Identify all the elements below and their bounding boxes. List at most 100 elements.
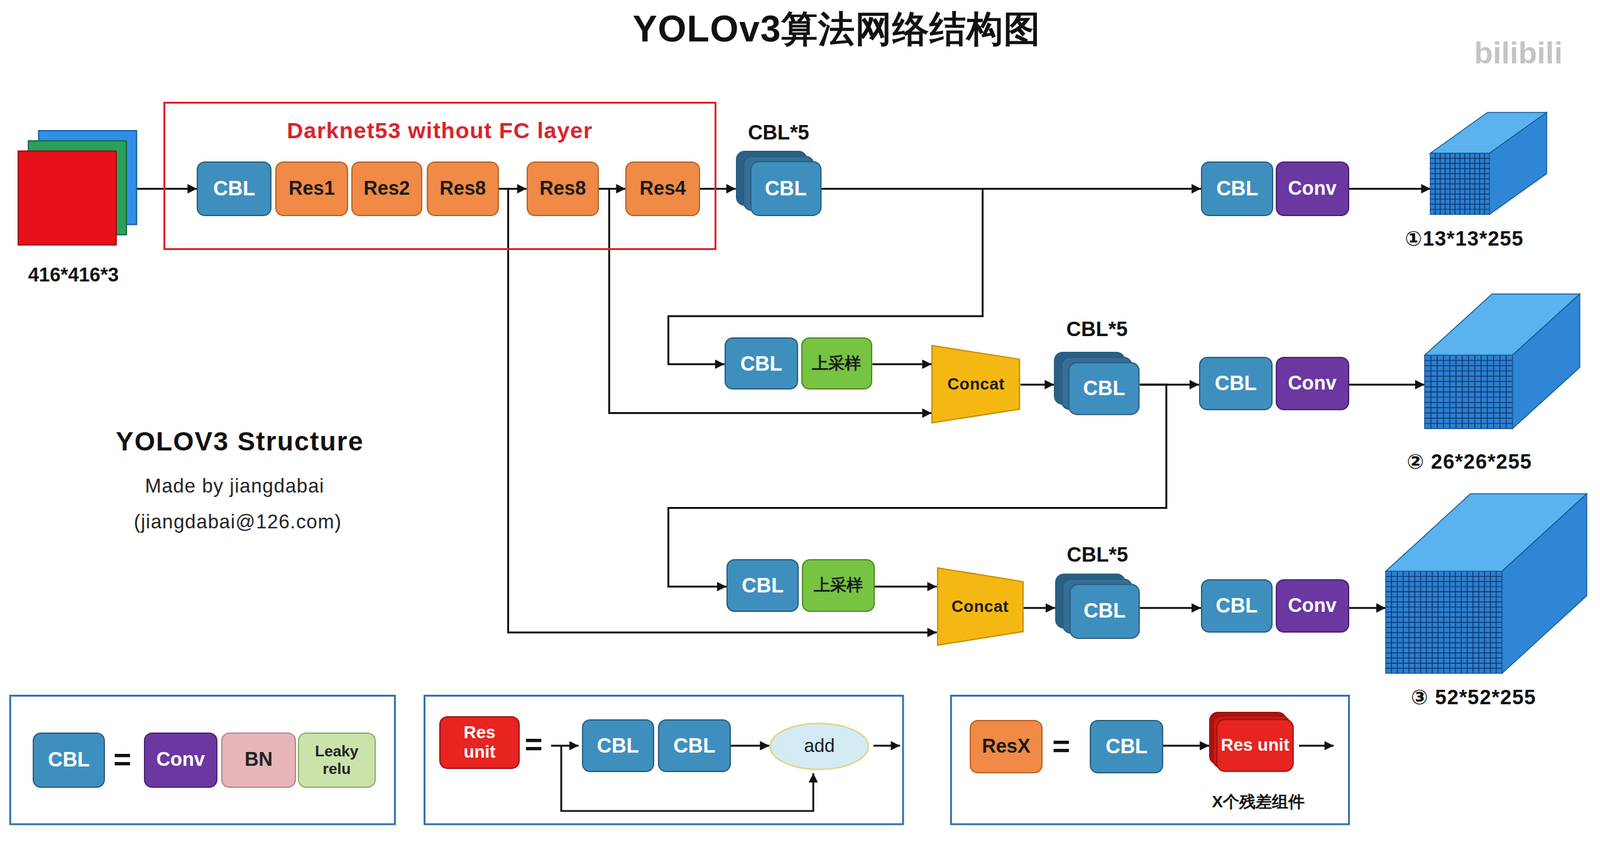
node-label: 上采样 — [811, 354, 861, 373]
stack-heading: CBL*5 — [747, 121, 809, 144]
input-size-label: 416*416*3 — [28, 264, 119, 287]
node-label: Conv — [156, 749, 205, 772]
node-label: Concat — [951, 597, 1009, 616]
note-text: X个残差组件 — [1211, 793, 1305, 812]
node-label: Conv — [1288, 177, 1337, 200]
ellipse-outline — [770, 723, 869, 770]
node-label: CBL — [1216, 594, 1259, 618]
stack-layer — [1070, 584, 1140, 639]
add-ellipse: add — [769, 722, 870, 771]
connector-arrow — [872, 363, 932, 366]
node-label: 上采样 — [813, 576, 863, 595]
connector-arrow — [1023, 607, 1056, 609]
upsample-box: 上采样 — [801, 559, 875, 613]
res-block: Res8 — [526, 161, 599, 217]
input-wire — [551, 744, 579, 747]
cbl-box: CBL — [1199, 356, 1273, 410]
concat-trapezoid: Concat — [931, 345, 1020, 424]
image-channel — [18, 150, 117, 245]
diagram-title: YOLOv3算法网络结构图 — [632, 8, 1042, 50]
cbl-box: CBL — [32, 732, 105, 789]
cube-grid — [1424, 355, 1513, 429]
node-label: Res4 — [639, 177, 687, 200]
connector-arrow — [874, 585, 937, 588]
node-label: add — [803, 735, 835, 757]
connector-arrow — [1349, 607, 1386, 609]
node-label: CBL — [597, 734, 640, 758]
cube-front — [1430, 153, 1490, 215]
conv-box: Conv — [143, 732, 218, 789]
output-cube: ①13*13*255 — [1430, 112, 1547, 215]
cube-front — [1424, 355, 1513, 429]
cbl-stack: CBL*5CBL — [1055, 573, 1140, 640]
cube-side — [1501, 493, 1587, 674]
trapezoid-outline — [931, 345, 1020, 423]
cbl-box: CBL — [724, 337, 799, 390]
equals-sign: = — [524, 727, 543, 763]
node-outline — [1385, 493, 1587, 674]
node-label: CBL — [764, 177, 807, 200]
cbl-box: CBL — [1200, 161, 1274, 217]
cube-front — [1385, 571, 1502, 674]
node-outline — [1430, 112, 1547, 215]
node-label: CBL — [47, 748, 90, 772]
cbl-box: CBL — [196, 161, 272, 217]
output-size-label: ①13*13*255 — [1404, 227, 1524, 251]
cbl-box: CBL — [581, 719, 655, 773]
stack-layer — [1216, 720, 1293, 772]
node-label: CBL — [1214, 372, 1257, 395]
conv-box: Conv — [1275, 356, 1350, 410]
res-unit-box: Res unit — [439, 716, 520, 770]
connector-arrow — [136, 187, 198, 190]
stack-heading: CBL*5 — [1067, 543, 1129, 567]
res-unit-stack: Res unit — [1209, 712, 1294, 773]
upsample-box: 上采样 — [801, 337, 873, 390]
equals-sign: = — [113, 742, 132, 778]
node-label: CBL — [740, 352, 783, 376]
node-label: BN — [244, 749, 273, 772]
cbl-box: CBL — [1089, 720, 1164, 773]
node-label: CBL — [741, 574, 784, 598]
cbl-box: CBL — [726, 559, 799, 613]
conv-box: Conv — [1275, 579, 1350, 633]
res-block: Res1 — [275, 161, 348, 217]
connector-arrow — [1349, 187, 1431, 190]
node-label: CBL — [1105, 735, 1148, 758]
node-label: Conv — [1288, 372, 1337, 395]
stack-layer — [750, 162, 821, 217]
node-label: Res2 — [363, 177, 411, 200]
cbl-stack: CBL*5CBL — [735, 150, 822, 217]
connector-arrow — [700, 187, 736, 190]
connector-arrow — [730, 744, 770, 747]
cbl-box: CBL — [657, 719, 731, 773]
author-email: (jiangdabai@126.com) — [133, 511, 342, 534]
legend-panel — [424, 695, 904, 825]
connector-arrow — [498, 188, 937, 633]
node-label: Concat — [947, 375, 1005, 394]
output-size-label: ③ 52*52*255 — [1410, 686, 1536, 709]
legend-panel — [950, 695, 1349, 825]
output-cube: ② 26*26*255 — [1424, 294, 1580, 429]
cbl-box: CBL — [1200, 579, 1273, 633]
cbl-stack: CBL*5CBL — [1053, 351, 1140, 416]
watermark: bilibili — [1474, 35, 1563, 71]
connector-arrow — [1020, 383, 1055, 386]
node-label: CBL — [213, 177, 256, 200]
group-heading: Darknet53 without FC layer — [287, 118, 594, 144]
output-cube: ③ 52*52*255 — [1385, 493, 1587, 674]
node-label: CBL — [1216, 177, 1259, 200]
author-note: Made by jiangdabai — [145, 475, 325, 498]
cube-grid — [1430, 153, 1490, 215]
res-block: ResX — [969, 720, 1044, 773]
cube-grid — [1385, 571, 1502, 674]
equals-sign: = — [1052, 729, 1070, 765]
output-size-label: ② 26*26*255 — [1407, 450, 1533, 474]
res-block: Res4 — [625, 161, 701, 217]
res-block: Res8 — [426, 161, 499, 217]
stack-layer — [1068, 362, 1140, 415]
trapezoid-outline — [937, 568, 1024, 646]
legend-panel — [10, 695, 395, 825]
conv-box: Conv — [1275, 161, 1350, 217]
connector-arrow — [1163, 744, 1210, 747]
